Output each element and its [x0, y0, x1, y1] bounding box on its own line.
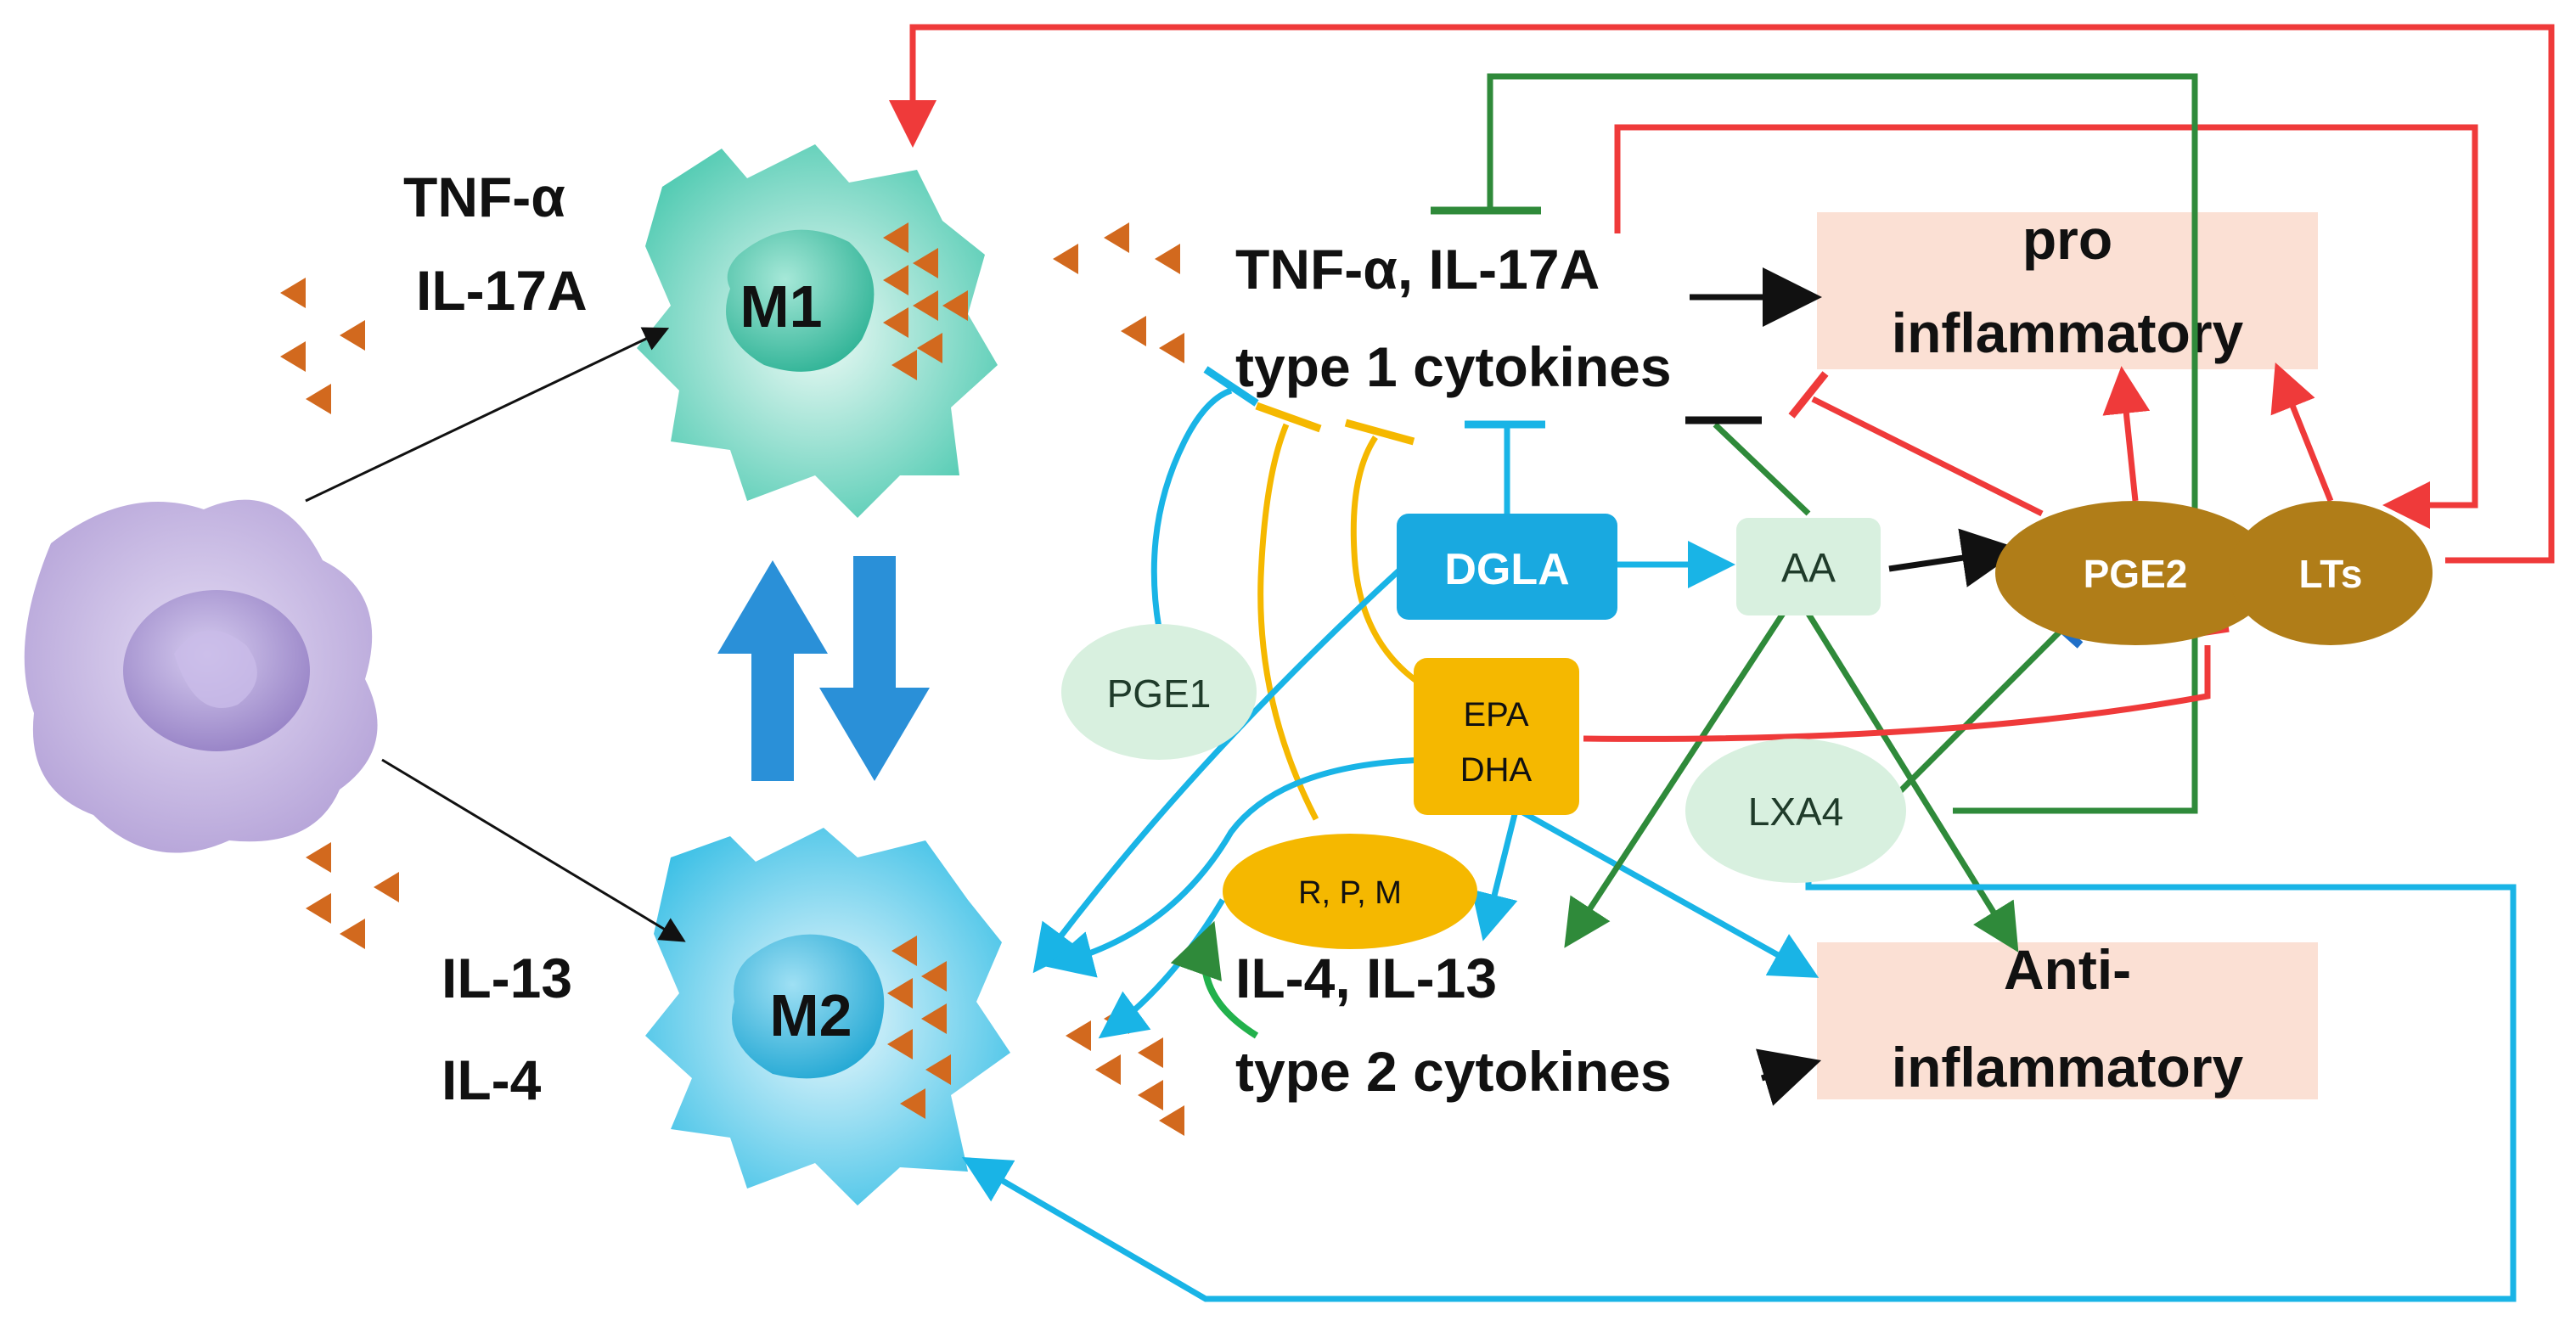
- aa-to-type2-arrow: [1564, 605, 1790, 948]
- type2-line2: type 2 cytokines: [1235, 1040, 1672, 1103]
- epa-dha-node: EPA DHA: [1414, 658, 1579, 815]
- block-arrow-m1-to-m2: [819, 556, 930, 781]
- naive-macrophage: [24, 499, 378, 853]
- rpm-inhibit-type1-a: [1257, 423, 1319, 821]
- type2-to-rpm-arrow: [1170, 920, 1259, 1039]
- epa-to-type2-arrow: [1471, 810, 1519, 941]
- aa-to-pge2-arrow: [1888, 528, 2022, 587]
- red-type1-to-lts: [1614, 124, 2478, 529]
- m1-macrophage: M1: [637, 144, 998, 518]
- epa-to-m2-arrow: [1045, 756, 1427, 978]
- pge1-inhibit-type1: [1150, 387, 1233, 629]
- type2-line1: IL-4, IL-13: [1235, 947, 1497, 1009]
- rpm-inhibit-type1-b: [1350, 436, 1428, 690]
- m2-label: M2: [769, 982, 852, 1048]
- lts-to-pro-arrow: [2270, 363, 2334, 503]
- type2-to-anti-arrow: [1756, 1048, 1822, 1106]
- aa-label: AA: [1781, 546, 1836, 591]
- pge2-to-pro-arrow: [2102, 366, 2151, 502]
- pro-inflammatory-line1: pro: [2022, 208, 2112, 271]
- anti-inflammatory-line2: inflammatory: [1892, 1036, 2244, 1099]
- m2-nucleus: [732, 934, 885, 1079]
- lxa4-inhibit-pge2: [1895, 621, 2070, 796]
- m1-label: M1: [740, 273, 822, 340]
- block-arrow-m2-to-m1: [717, 560, 828, 781]
- green-lxa4-inhibit-type1: [1487, 73, 2198, 814]
- dgla-label: DGLA: [1444, 545, 1569, 594]
- anti-inflammatory-line1: Anti-: [2004, 938, 2131, 1001]
- lts-node: LTs: [2229, 501, 2433, 645]
- lts-label: LTs: [2299, 552, 2363, 596]
- arrow-naive-to-m2: [381, 758, 686, 942]
- m1-inducer-tnf: TNF-α: [403, 166, 565, 228]
- m1-inducer-il17a: IL-17A: [416, 259, 588, 322]
- pge1-node: PGE1: [1061, 624, 1257, 760]
- dgla-to-m2-arrow: [1032, 566, 1403, 974]
- m2-inducer-il4: IL-4: [442, 1048, 542, 1111]
- rpm-label: R, P, M: [1298, 875, 1402, 911]
- epa-to-anti-arrow: [1518, 807, 1820, 978]
- pro-inflammatory-line2: inflammatory: [1892, 301, 2244, 364]
- type1-line2: type 1 cytokines: [1235, 335, 1672, 398]
- anti-inflammatory-box: Anti- inflammatory: [1817, 938, 2318, 1099]
- pge2-node: PGE2: [1995, 501, 2275, 645]
- m2-inducer-il13: IL-13: [442, 947, 572, 1009]
- epa-inhibit-lts: [1583, 645, 2211, 742]
- epa-label: EPA: [1463, 696, 1528, 733]
- m1-nucleus: [726, 229, 875, 372]
- red-feedback-to-m1: [889, 24, 2555, 564]
- m2-macrophage: M2: [645, 828, 1010, 1206]
- rpm-to-m2-arrow: [1098, 898, 1226, 1039]
- aa-node: AA: [1736, 518, 1881, 615]
- pge1-label: PGE1: [1107, 672, 1212, 716]
- polarization-arrows: [305, 327, 930, 942]
- pge2-label: PGE2: [2084, 552, 2188, 596]
- lxa4-node: LXA4: [1685, 739, 1906, 883]
- pro-inflammatory-box: pro inflammatory: [1817, 208, 2318, 369]
- arrow-naive-to-m1: [305, 327, 670, 503]
- pge2-to-pro-inhibit-red: [1811, 396, 2044, 517]
- dha-label: DHA: [1460, 751, 1533, 789]
- type1-line1: TNF-α, IL-17A: [1235, 238, 1600, 301]
- dgla-node: DGLA: [1397, 514, 1617, 620]
- lxa4-label: LXA4: [1748, 790, 1844, 834]
- aa-inhibit-type1: [1713, 422, 1811, 516]
- rpm-node: R, P, M: [1223, 834, 1477, 949]
